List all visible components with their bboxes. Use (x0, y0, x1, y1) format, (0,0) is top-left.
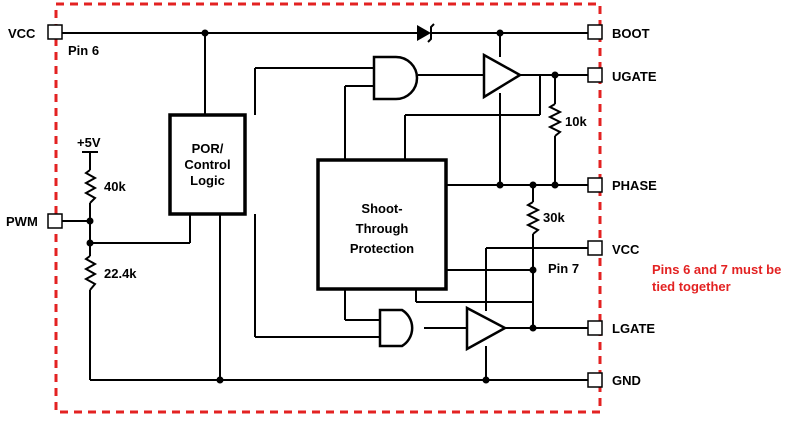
shoot-through-block (316, 158, 448, 291)
pin-vcc-right (587, 240, 603, 256)
chip-boundary (54, 2, 602, 414)
junction-dots (86, 29, 559, 384)
pin-vcc-left (47, 24, 63, 40)
label-r-ugate: 10k (565, 114, 587, 129)
pin-lgate (587, 320, 603, 336)
por-line-3: Logic (190, 173, 225, 188)
stp-line-3: Protection (350, 241, 414, 256)
label-pin6: Pin 6 (68, 43, 99, 58)
label-r-phase: 30k (543, 210, 565, 225)
stp-line-1: Shoot- (361, 201, 402, 216)
lower-and-gate-icon (378, 308, 414, 348)
label-lgate: LGATE (612, 321, 655, 336)
label-boot: BOOT (612, 26, 650, 41)
lower-driver-icon (465, 305, 508, 352)
pin-gnd (587, 372, 603, 388)
upper-and-gate-icon (372, 55, 419, 101)
label-gnd: GND (612, 373, 641, 388)
stp-line-2: Through (356, 221, 409, 236)
pin-phase (587, 177, 603, 193)
resistor-40k (83, 169, 98, 204)
wires (62, 32, 588, 381)
boot-diode-icon (417, 23, 437, 43)
pin-boot (587, 24, 603, 40)
label-supply: +5V (77, 135, 101, 150)
resistor-30k (525, 201, 541, 235)
label-ugate: UGATE (612, 69, 657, 84)
upper-driver-icon (482, 52, 523, 100)
label-pwm: PWM (6, 214, 38, 229)
por-line-1: POR/ (192, 141, 224, 156)
label-phase: PHASE (612, 178, 657, 193)
resistor-22k4 (83, 255, 98, 291)
label-vcc-left: VCC (8, 26, 36, 41)
pin-ugate (587, 67, 603, 83)
por-control-block (168, 113, 247, 216)
resistor-10k (547, 103, 563, 137)
note-line-1: Pins 6 and 7 must be (652, 262, 781, 277)
pin-pwm (47, 213, 63, 229)
por-line-2: Control (184, 157, 230, 172)
label-pin7: Pin 7 (548, 261, 579, 276)
note-line-2: tied together (652, 279, 731, 294)
label-r-pullup: 40k (104, 179, 126, 194)
label-vcc-right: VCC (612, 242, 640, 257)
label-r-pulldown: 22.4k (104, 266, 137, 281)
